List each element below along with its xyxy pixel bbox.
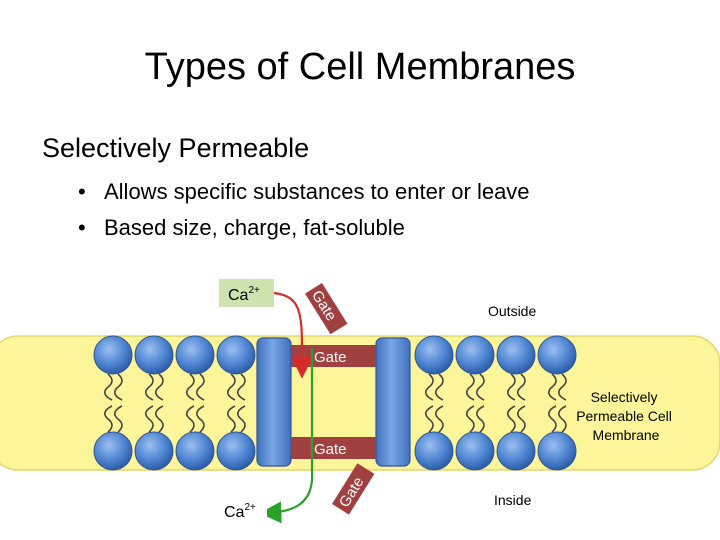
ion-top: Ca2+ (219, 279, 274, 307)
protein-channel-left (256, 337, 292, 467)
phospholipid-head (175, 431, 215, 471)
lipid-tail (466, 405, 475, 433)
lipid-tail (466, 373, 475, 401)
lipid-tails (104, 373, 567, 433)
phospholipid-head (537, 431, 577, 471)
bullet-item: Allows specific substances to enter or l… (78, 174, 530, 210)
lipid-tail (196, 405, 205, 433)
lipid-tail (186, 405, 195, 433)
lipid-tail (476, 373, 485, 401)
ion-top-charge: 2+ (248, 285, 260, 296)
gate-flap-top: Gate (305, 283, 348, 335)
lipid-tail (548, 405, 557, 433)
lipid-tail (227, 405, 236, 433)
bullet-item: Based size, charge, fat-soluble (78, 210, 530, 246)
phospholipid-head (93, 335, 133, 375)
lipid-tail (145, 405, 154, 433)
lipid-tail (507, 405, 516, 433)
lipid-tail (507, 373, 516, 401)
svg-text:Ca2+: Ca2+ (224, 502, 256, 521)
phospholipid-head (93, 431, 133, 471)
membrane-label-line: Selectively (591, 389, 658, 405)
lipid-tail (114, 405, 123, 433)
gate-label-bottom: Gate (314, 441, 347, 458)
phospholipid-head (175, 335, 215, 375)
phospholipid-head (216, 431, 256, 471)
protein-channel-right (375, 337, 411, 467)
lipid-tail (517, 405, 526, 433)
membrane-label-line: Membrane (593, 427, 660, 443)
lipid-tail (558, 373, 567, 401)
lipid-tail (237, 373, 246, 401)
lipid-tail (186, 373, 195, 401)
lipid-tail (104, 373, 113, 401)
phospholipid-head (455, 335, 495, 375)
phospholipid-head (414, 335, 454, 375)
lipid-tail (548, 373, 557, 401)
gate-label-top: Gate (314, 349, 347, 366)
gate-flap-bottom: Gate (332, 463, 375, 515)
arrow-red (273, 291, 313, 379)
lipid-tail (425, 373, 434, 401)
outside-label: Outside (488, 303, 536, 319)
lipid-tail (114, 373, 123, 401)
ion-bottom-symbol: Ca (224, 504, 245, 521)
arrow-green (259, 348, 314, 524)
phospholipid-head (496, 335, 536, 375)
lipid-tail (558, 405, 567, 433)
lipid-tail (155, 405, 164, 433)
lipid-tail (476, 405, 485, 433)
phospholipid-head (216, 335, 256, 375)
section-heading: Selectively Permeable (42, 133, 310, 163)
lipid-tail (196, 373, 205, 401)
ion-top-symbol: Ca (228, 287, 249, 304)
lipid-tail (435, 405, 444, 433)
phospholipid-head (496, 431, 536, 471)
bullet-list: Allows specific substances to enter or l… (78, 174, 530, 246)
phospholipid-head (134, 431, 174, 471)
lipid-tail (227, 373, 236, 401)
lipid-tail (155, 373, 164, 401)
lipid-tail (425, 405, 434, 433)
phospholipid-head (134, 335, 174, 375)
lipid-tail (435, 373, 444, 401)
lipid-tail (237, 405, 246, 433)
phospholipid-head (414, 431, 454, 471)
membrane-label: Selectively Permeable Cell Membrane (576, 389, 676, 443)
inside-label: Inside (494, 492, 532, 508)
ion-bottom-charge: 2+ (244, 502, 256, 513)
slide-title: Types of Cell Membranes (144, 46, 576, 88)
ion-bottom: Ca2+ (219, 496, 267, 524)
phospholipid-heads (93, 335, 577, 471)
svg-text:Ca2+: Ca2+ (228, 285, 260, 304)
membrane-label-line: Permeable Cell (576, 408, 672, 424)
lipid-tail (517, 373, 526, 401)
lipid-tail (145, 373, 154, 401)
lipid-tail (104, 405, 113, 433)
phospholipid-head (455, 431, 495, 471)
phospholipid-head (537, 335, 577, 375)
